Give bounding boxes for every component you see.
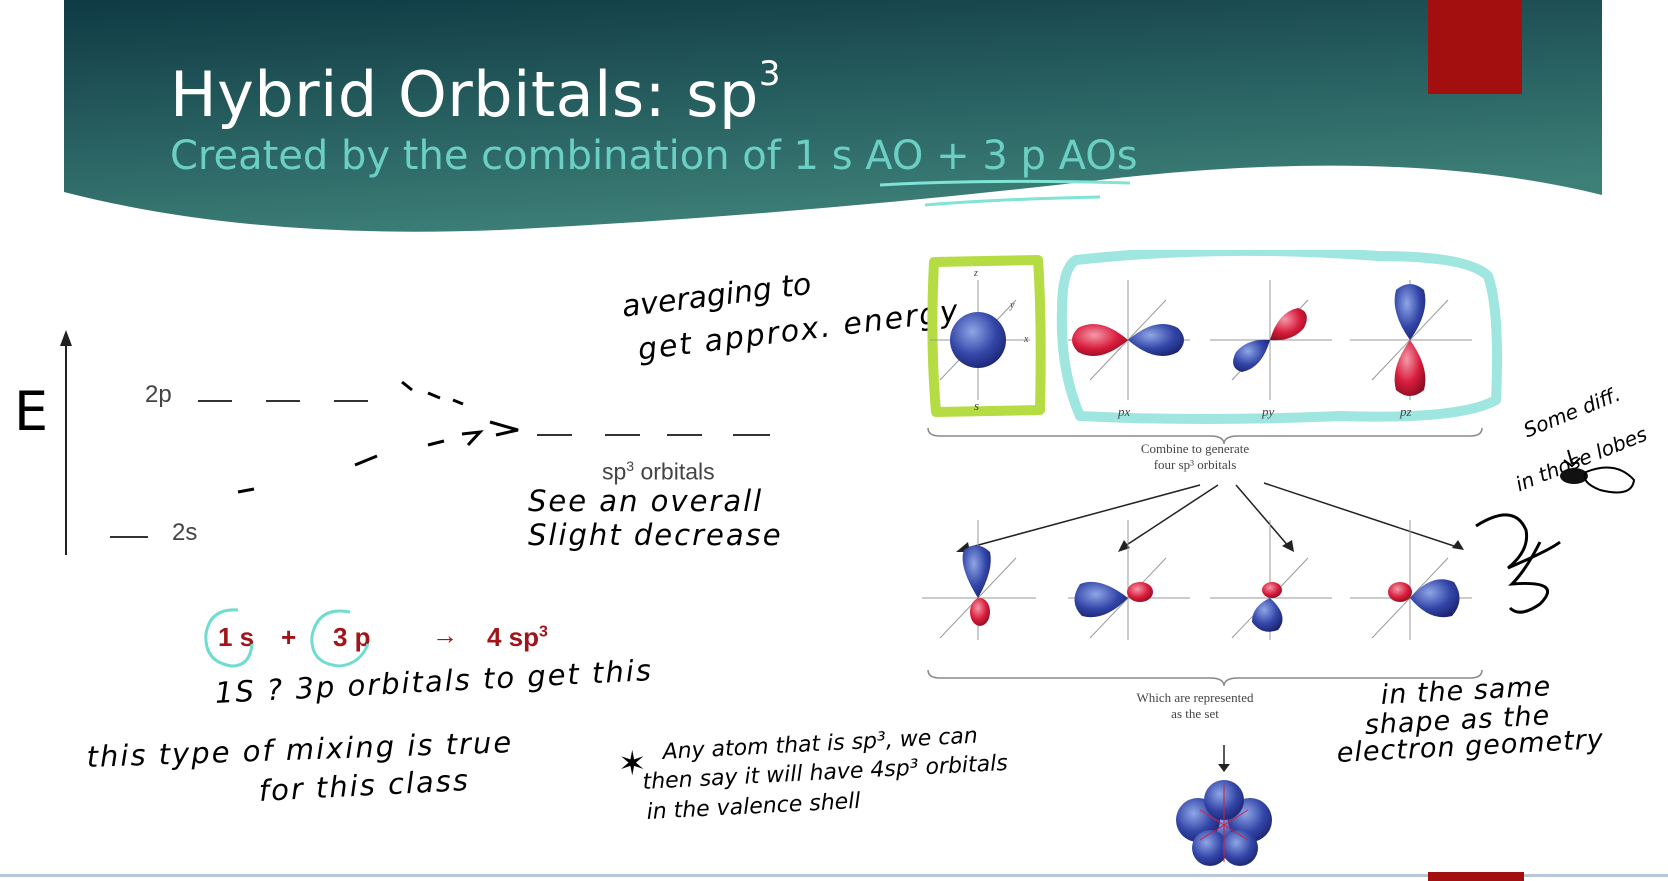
note-star-line3: in the valence shell bbox=[646, 788, 862, 825]
note-decrease-line2: Slight decrease bbox=[528, 518, 783, 552]
sp3-label-sup: 3 bbox=[626, 458, 635, 474]
axis-x-label: x bbox=[1024, 334, 1029, 345]
eq-result: 4 sp3 bbox=[487, 622, 548, 653]
eq-result-sup: 3 bbox=[539, 623, 548, 641]
axis-z-label: z bbox=[974, 268, 978, 279]
slide-subtitle: Created by the combination of 1 s AO + 3… bbox=[170, 133, 1138, 179]
sp3-label-text: sp bbox=[602, 458, 627, 485]
level-2s-label: 2s bbox=[172, 519, 198, 546]
eq-circles bbox=[204, 608, 370, 668]
axis-y-label: y bbox=[1010, 300, 1015, 311]
header-banner bbox=[64, 0, 1602, 232]
eq-arrow: → bbox=[432, 620, 458, 650]
py-orbital-label: py bbox=[1262, 404, 1275, 419]
s-orbital-label: s bbox=[974, 398, 980, 413]
title-text: Hybrid Orbitals: sp bbox=[170, 58, 759, 131]
footer-accent bbox=[1428, 872, 1524, 881]
eq-result-text: 4 sp bbox=[487, 622, 540, 652]
orbital-figure bbox=[922, 250, 1636, 866]
px-orbital-label: px bbox=[1118, 404, 1131, 419]
energy-axis-label: E bbox=[14, 380, 49, 443]
subtitle-underline bbox=[879, 179, 1131, 207]
accent-tab bbox=[1428, 0, 1522, 94]
s-orbital-highlight bbox=[927, 255, 1046, 417]
p-orbitals-highlight bbox=[1056, 250, 1502, 424]
footer-rule bbox=[0, 874, 1668, 877]
eq-term-1s: 1 s bbox=[218, 622, 255, 652]
combine-caption-line1: Combine to generate bbox=[1140, 441, 1250, 456]
combine-caption-line2: four sp³ orbitals bbox=[1153, 457, 1237, 472]
sp3-orbitals-label: sp3 orbitals bbox=[602, 458, 715, 486]
eq-term-3p: 3 p bbox=[333, 622, 371, 652]
sp3-label-rest: orbitals bbox=[634, 458, 715, 485]
represented-caption-line1: Which are represented bbox=[1136, 690, 1254, 705]
eq-plus: + bbox=[281, 622, 297, 652]
slide-title: Hybrid Orbitals: sp3 bbox=[170, 54, 781, 131]
note-mixing-line2: for this class bbox=[258, 762, 471, 808]
note-decrease-line1: See an overall bbox=[528, 484, 764, 518]
title-superscript: 3 bbox=[758, 54, 782, 94]
pz-orbital-label: pz bbox=[1400, 404, 1412, 419]
represented-caption-line2: as the set bbox=[1171, 706, 1219, 721]
level-2p-label: 2p bbox=[145, 381, 172, 408]
energy-diagram bbox=[60, 330, 770, 555]
star-icon: ✶ bbox=[618, 744, 647, 784]
